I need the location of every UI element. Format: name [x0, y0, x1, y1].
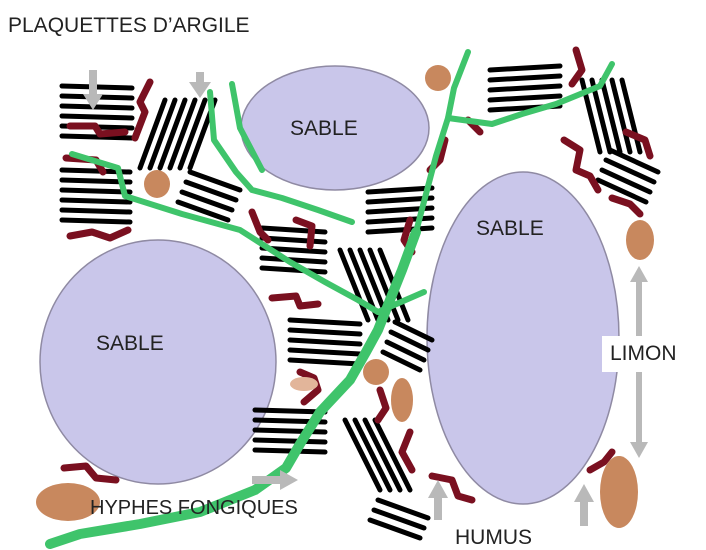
- arrow-silt-up: [630, 266, 648, 312]
- silt-label: LIMON: [602, 336, 685, 372]
- arrow-humus-left: [428, 480, 448, 520]
- silt-particle: [290, 377, 318, 391]
- humus-fragment: [564, 140, 598, 190]
- arrow-silt-down: [630, 390, 648, 458]
- sand-label-left: SABLE: [96, 332, 164, 356]
- humus-fragment: [135, 82, 150, 138]
- hyphae-label: HYPHES FONGIQUES: [90, 496, 298, 520]
- clay-stack: [383, 322, 432, 370]
- silt-particle: [144, 170, 170, 198]
- arrow-clay-left: [83, 70, 103, 110]
- clay-stack: [290, 320, 360, 364]
- silt-particle: [363, 359, 389, 385]
- diagram-title: PLAQUETTES D’ARGILE: [8, 14, 250, 38]
- silt-particle: [425, 65, 451, 91]
- arrow-humus-right: [574, 484, 594, 526]
- silt-particle: [600, 456, 638, 528]
- clay-stack: [140, 100, 215, 168]
- sand-grain-left: [40, 240, 276, 484]
- humus-fragment: [402, 432, 412, 470]
- humus-fragment: [612, 198, 640, 214]
- sand-label-right: SABLE: [476, 217, 544, 241]
- silt-particle: [626, 220, 654, 260]
- sand-label-top: SABLE: [290, 117, 358, 141]
- humus-fragment: [272, 296, 318, 306]
- humus-fragment: [378, 390, 386, 420]
- hypha-strand: [448, 64, 612, 124]
- clay-stack: [370, 500, 428, 538]
- humus-fragment: [70, 230, 128, 238]
- silt-particle: [391, 378, 413, 422]
- humus-label: HUMUS: [455, 526, 532, 550]
